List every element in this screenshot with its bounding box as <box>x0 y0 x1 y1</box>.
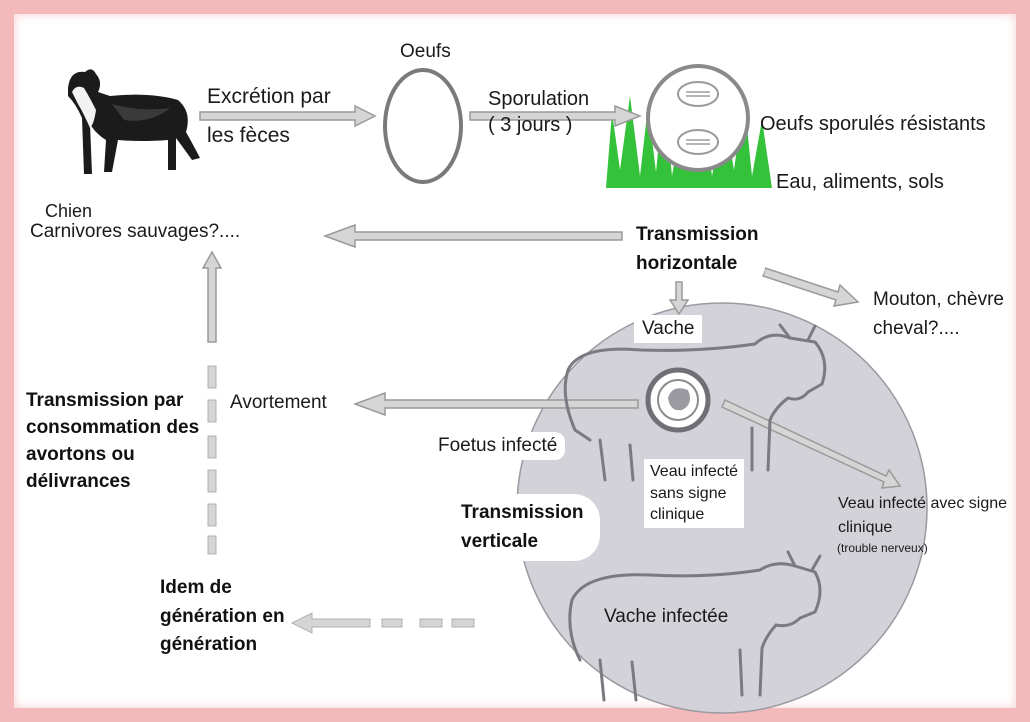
label-sporulation: Sporulation ( 3 jours ) <box>488 86 589 138</box>
label-excretion: Excrétion par les fèces <box>207 78 331 156</box>
fetus-icon <box>648 370 708 430</box>
label-avortement: Avortement <box>230 391 327 415</box>
label-veau-avec-signe: Veau infecté avec signe clinique <box>838 492 1007 540</box>
label-oeufs: Oeufs <box>400 40 451 64</box>
dash-segment <box>452 619 474 627</box>
arrow-to-idem <box>292 613 370 633</box>
arrow-to-carnivores <box>325 225 622 247</box>
dash-segment <box>208 400 216 422</box>
label-veau-sans-signe: Veau infecté sans signe clinique <box>644 459 744 528</box>
arrow-to-mouton <box>763 268 858 306</box>
arrow-up-consommation <box>203 252 221 342</box>
label-foetus: Foetus infecté <box>430 432 565 460</box>
dash-segment <box>208 504 216 526</box>
dash-segment <box>208 366 216 388</box>
label-vache-infectee: Vache infectée <box>604 605 728 629</box>
dog-icon <box>68 69 200 174</box>
egg-icon <box>385 70 461 182</box>
dash-segment <box>208 536 216 554</box>
dash-segment <box>382 619 402 627</box>
label-eau: Eau, aliments, sols <box>776 170 944 195</box>
dash-segment <box>208 470 216 492</box>
label-vache: Vache <box>634 315 702 343</box>
label-carnivores: Carnivores sauvages?.... <box>30 220 240 244</box>
label-mouton: Mouton, chèvre cheval?.... <box>873 286 1004 343</box>
label-transmission-consommation: Transmission par consommation des avorto… <box>26 388 199 496</box>
label-transmission-horizontale: Transmission horizontale <box>630 218 765 281</box>
label-trouble: (trouble nerveux) <box>837 541 928 556</box>
label-idem: Idem de génération en génération <box>160 574 285 660</box>
label-transmission-verticale: Transmission verticale <box>445 494 600 561</box>
sporulated-egg-icon <box>648 66 748 170</box>
label-oeufs-sporules: Oeufs sporulés résistants <box>760 112 986 137</box>
dash-segment <box>420 619 442 627</box>
dash-segment <box>208 436 216 458</box>
